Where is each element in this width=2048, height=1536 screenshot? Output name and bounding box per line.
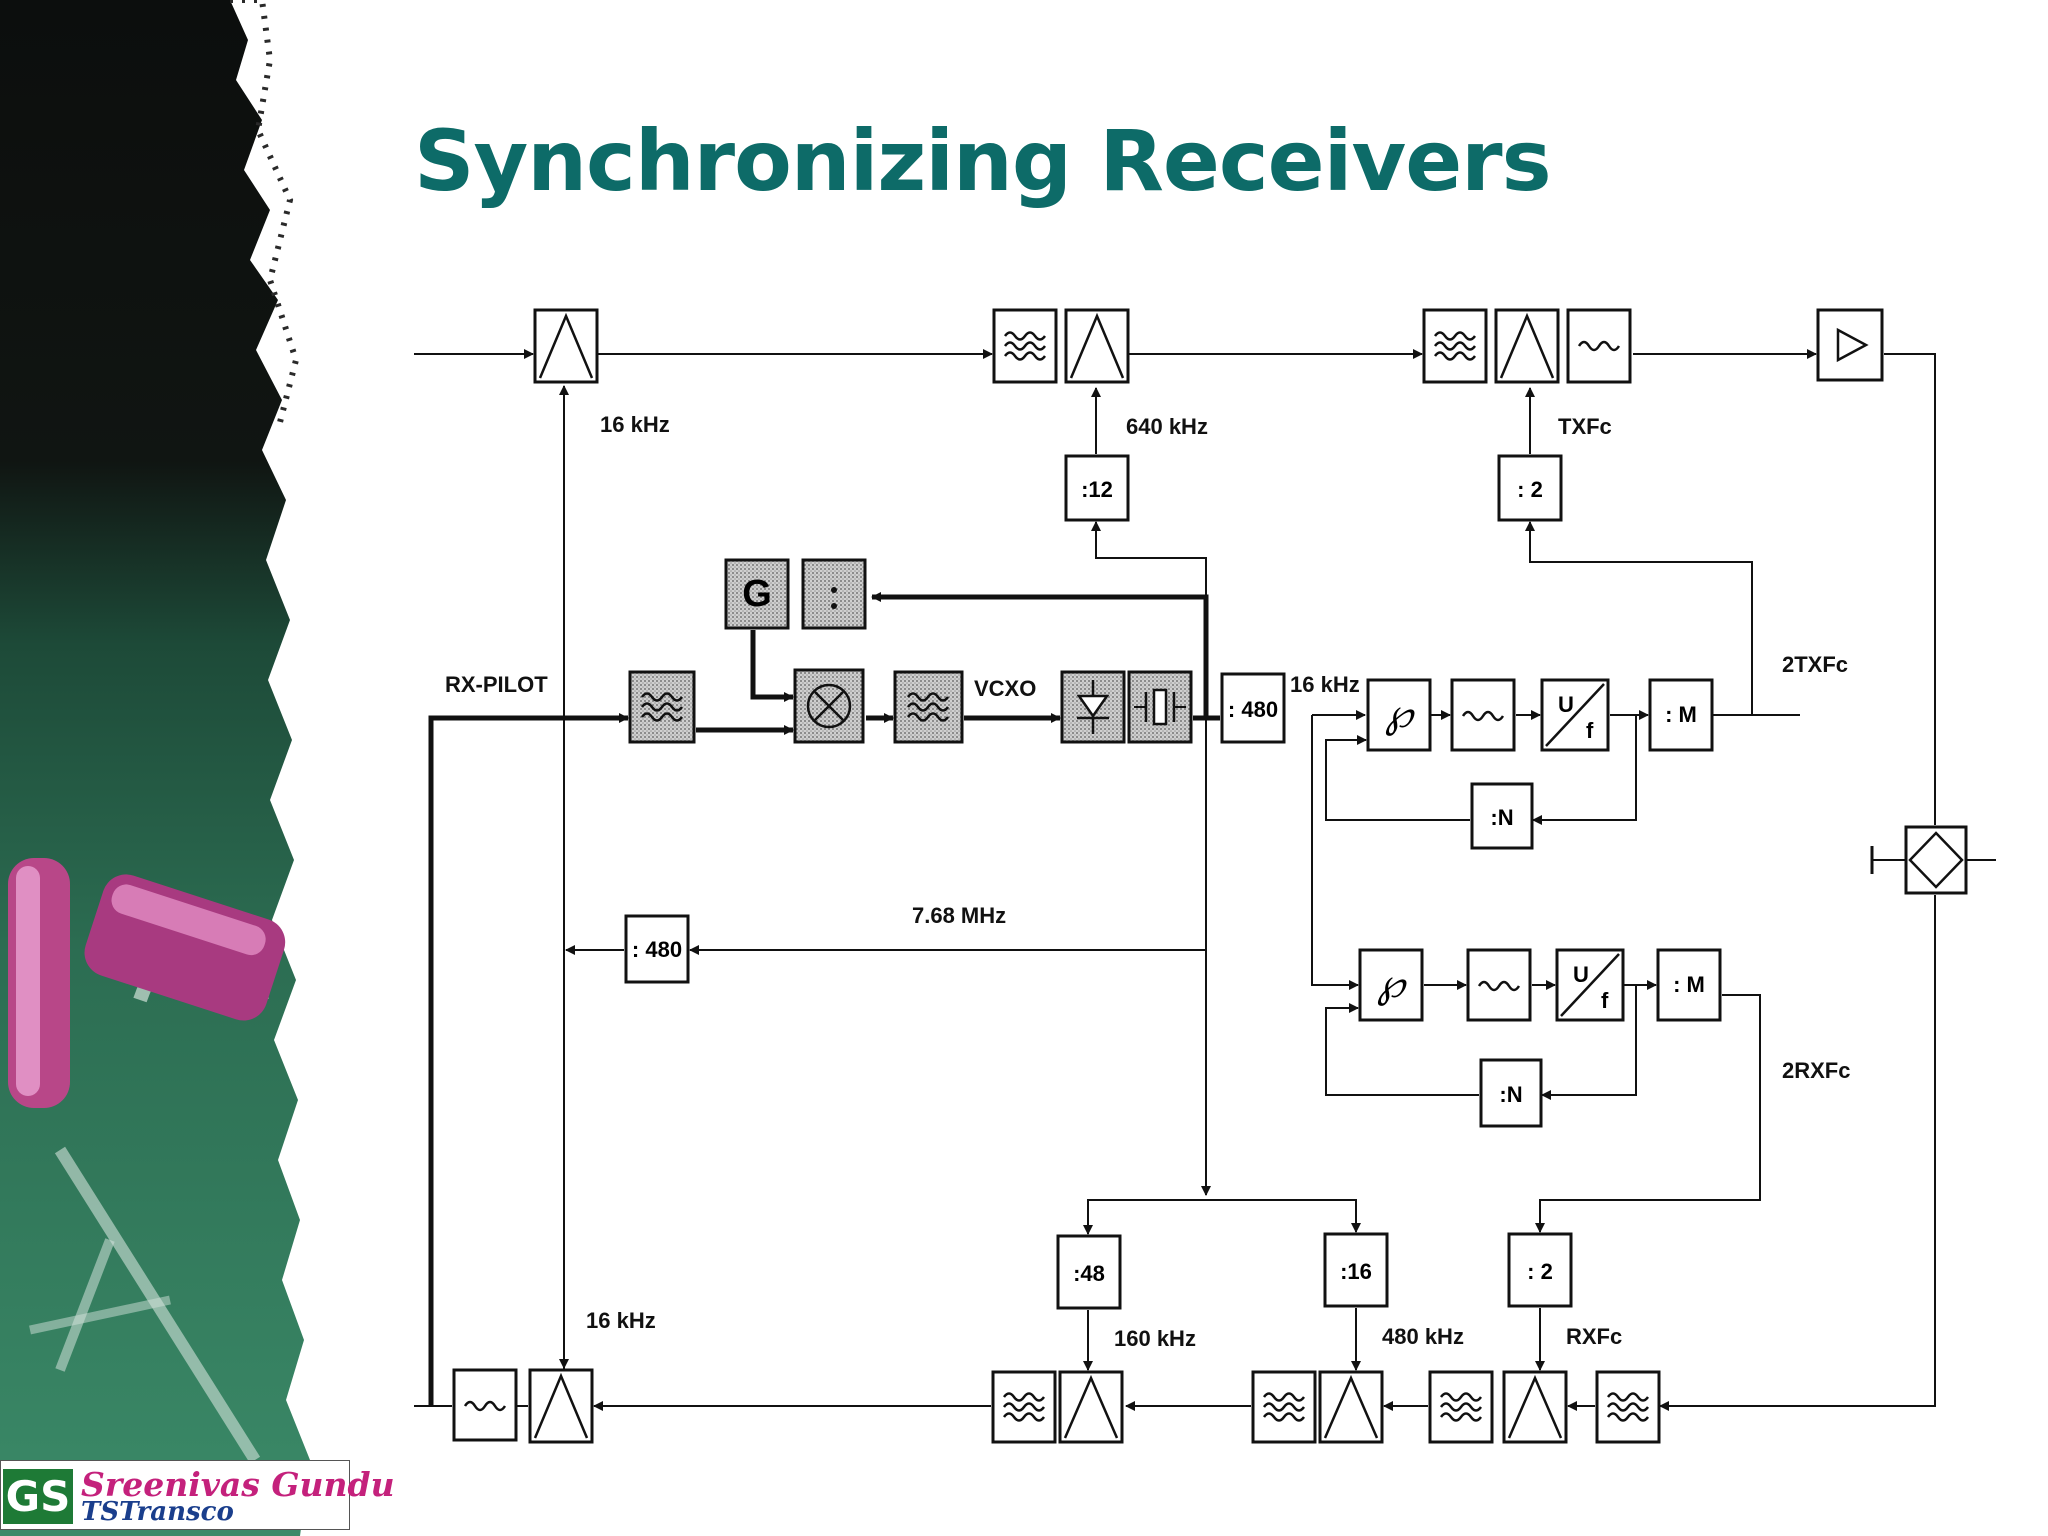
divider-480-left-label: : 480 [632, 937, 682, 962]
pilot-filter-block [628, 670, 696, 744]
divider-12-label: :12 [1081, 477, 1113, 502]
divider-12-block: :12 [1064, 454, 1130, 522]
phase-detector-loop1: ℘ [1366, 678, 1432, 752]
crystal-oscillator-block [1127, 670, 1193, 744]
freq-16khz-mid-label: 16 kHz [1290, 672, 1360, 697]
divider-480-block: : 480 [1220, 672, 1286, 744]
divider-16-label: :16 [1340, 1259, 1372, 1284]
lowpass-filter-loop2 [1466, 948, 1532, 1022]
divider-480-label: : 480 [1228, 697, 1278, 722]
divider-2-top-block: : 2 [1497, 454, 1563, 522]
amplifier-480khz [1318, 1370, 1384, 1444]
phase-detector-block [793, 668, 865, 744]
amplifier-txfc [1494, 308, 1560, 384]
logo-org: TSTransco [81, 1497, 234, 1527]
generator-label: G [742, 573, 772, 615]
freq-16khz-top-label: 16 kHz [600, 412, 670, 437]
author-logo: GS Sreenivas Gundu TSTransco [0, 1460, 395, 1530]
divider-16-block: :16 [1323, 1232, 1389, 1308]
txfc-label: TXFc [1558, 414, 1612, 439]
freq-16khz-bottom-label: 16 kHz [586, 1308, 656, 1333]
two-txfc-label: 2TXFc [1782, 652, 1848, 677]
freq-640khz-label: 640 kHz [1126, 414, 1208, 439]
filter-block-top-2 [1422, 308, 1488, 384]
divider-48-label: :48 [1073, 1261, 1105, 1286]
logo-name: Sreenivas Gundu [81, 1465, 395, 1504]
divider-m-loop2: : M [1656, 948, 1722, 1022]
svg-text:℘: ℘ [1385, 692, 1415, 736]
divider-480-left-block: : 480 [624, 914, 690, 984]
output-amplifier-triangle [1816, 308, 1884, 382]
slide-title: Synchronizing Receivers [414, 112, 1552, 210]
uf-u-label-2: U [1573, 962, 1589, 987]
freq-7-68mhz-label: 7.68 MHz [912, 903, 1006, 928]
lowpass-filter-bottom-left [452, 1368, 518, 1442]
divider-2-top-label: : 2 [1517, 477, 1543, 502]
divider-n-loop1: :N [1470, 782, 1534, 850]
chalk-stick-image [8, 858, 286, 1108]
two-rxfc-label: 2RXFc [1782, 1058, 1850, 1083]
filter-block-bottom-480k [1251, 1370, 1317, 1444]
rxfc-label: RXFc [1566, 1324, 1622, 1349]
divider-m-loop1: : M [1648, 678, 1714, 752]
rx-pilot-label: RX-PILOT [445, 672, 548, 697]
filter-block-bottom-input [1595, 1370, 1661, 1444]
amplifier-160khz [1058, 1370, 1124, 1444]
amplifier-640khz [1064, 308, 1130, 384]
filter-block-bottom-rxfc [1428, 1370, 1494, 1444]
generator-block: G [724, 558, 790, 630]
signal-wires [414, 349, 1936, 1411]
freq-480khz-label: 480 kHz [1382, 1324, 1464, 1349]
freq-160khz-label: 160 kHz [1114, 1326, 1196, 1351]
phase-detector-loop2: ℘ [1358, 948, 1424, 1022]
amplifier-16khz-top [533, 308, 599, 384]
filter-block-top-1 [992, 308, 1058, 384]
divider-n-loop2-label: :N [1499, 1082, 1522, 1107]
voltage-to-frequency-loop1: U f [1540, 678, 1610, 752]
filter-block-bottom-160k [991, 1370, 1057, 1444]
hybrid-transformer-block [1870, 825, 1996, 895]
amplifier-rxfc [1502, 1370, 1568, 1444]
lowpass-filter-top [1566, 308, 1632, 384]
loop-filter-block [893, 670, 964, 744]
divider-m-loop1-label: : M [1665, 702, 1697, 727]
divider-grey-block [801, 558, 867, 630]
synchronizing-receivers-diagram: :12 : 2 G [414, 308, 1996, 1444]
svg-text:℘: ℘ [1377, 962, 1407, 1006]
divider-n-loop2: :N [1479, 1058, 1543, 1128]
amplifier-16khz-bottom [528, 1368, 594, 1444]
divider-48-block: :48 [1056, 1234, 1122, 1310]
lowpass-filter-loop1 [1450, 678, 1516, 752]
uf-u-label: U [1558, 692, 1574, 717]
pilot-loop-wires [428, 592, 1220, 1406]
divider-2-bottom-label: : 2 [1527, 1259, 1553, 1284]
divider-n-loop1-label: :N [1490, 805, 1513, 830]
voltage-to-frequency-loop2: U f [1555, 948, 1625, 1022]
vcxo-label: VCXO [974, 676, 1036, 701]
uf-f-label: f [1586, 718, 1594, 743]
logo-initials: GS [3, 1469, 73, 1524]
divider-2-bottom-block: : 2 [1507, 1232, 1573, 1308]
divider-m-loop2-label: : M [1673, 972, 1705, 997]
uf-f-label-2: f [1601, 988, 1609, 1013]
varicap-diode-block [1060, 670, 1126, 744]
